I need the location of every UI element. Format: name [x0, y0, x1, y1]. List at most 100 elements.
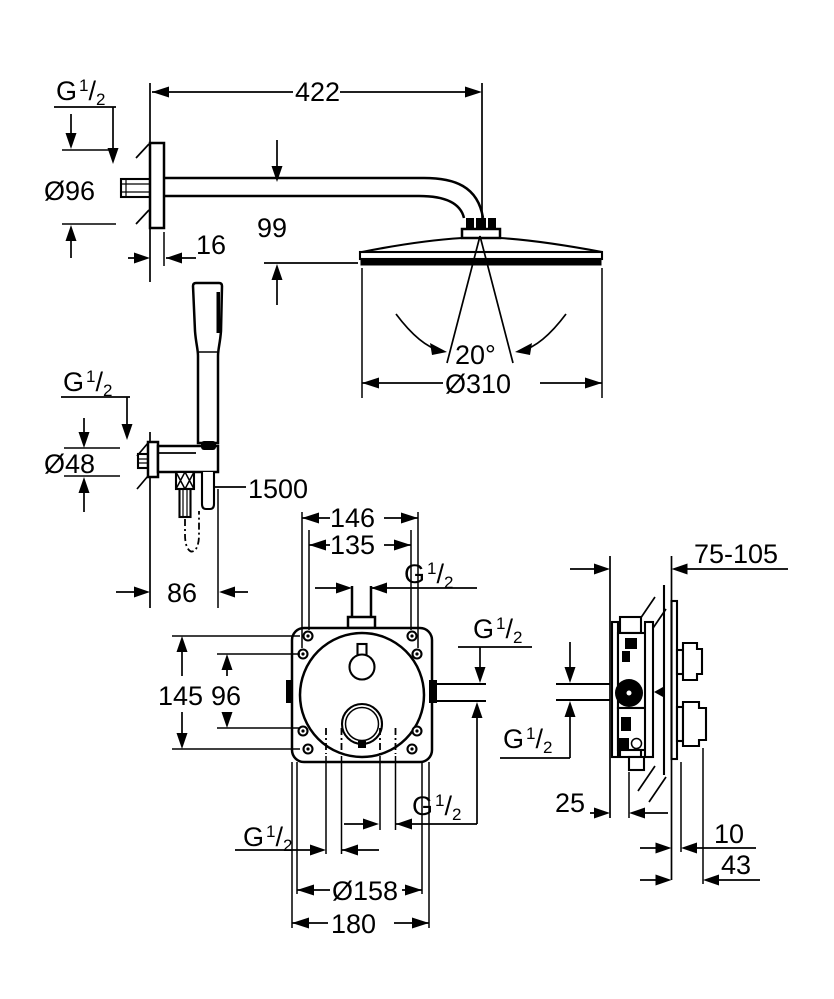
- bottom-port-stub: [627, 755, 646, 772]
- dim-valve-height-outer: 145: [158, 635, 300, 750]
- arrowhead: [221, 654, 233, 728]
- upper-spindle: [348, 653, 376, 681]
- dim-text: 99: [257, 213, 287, 243]
- dim-text: 422: [295, 77, 340, 107]
- body-detail-block: [622, 651, 630, 662]
- top-port-stub: [350, 586, 373, 617]
- dim-text: 10: [714, 819, 744, 849]
- dim-text: 96: [211, 681, 241, 711]
- dim-text: 16: [196, 230, 226, 260]
- arrowhead: [78, 432, 90, 493]
- handle-edge-shade: [216, 292, 220, 333]
- arrowhead: [594, 807, 645, 819]
- dim-text: Ø310: [445, 369, 511, 399]
- extension-line: [361, 268, 603, 398]
- dim-wall-clearance: 10: [640, 762, 756, 854]
- lower-spindle-inner: [344, 706, 380, 742]
- head-rim: [358, 250, 604, 261]
- arrowhead: [363, 818, 412, 830]
- upper-control-knob: [681, 641, 704, 682]
- spindle-key: [356, 642, 368, 657]
- arm-nut: [466, 218, 496, 229]
- cover-plate: [670, 599, 679, 761]
- dim-text: 25: [555, 788, 585, 818]
- spray-angle-lines: [446, 235, 514, 364]
- arrowhead: [655, 874, 719, 886]
- arm-nut-facets: [474, 218, 488, 229]
- dim-plate-width: 180: [292, 909, 429, 939]
- hand-shower: [191, 281, 224, 445]
- dim-text: 75-105: [694, 539, 778, 569]
- left-port-stub: [286, 680, 292, 703]
- dim-text: 145: [158, 681, 203, 711]
- arrowhead: [310, 844, 358, 856]
- dim-trim-diameter: Ø158: [297, 876, 422, 906]
- dim-valve-width-outer: 146: [301, 503, 419, 648]
- holder-nipple: [136, 452, 150, 470]
- dim-handle-projection: 43: [640, 748, 760, 886]
- body-top-cap: [618, 615, 643, 635]
- dim-install-depth-range: 75-105: [570, 539, 788, 575]
- extension-line: [62, 149, 116, 225]
- arrowhead: [292, 917, 429, 929]
- dim-hose-length: 1500: [214, 474, 308, 504]
- lower-spindle-outer: [340, 702, 384, 746]
- holder-escutcheon: [146, 440, 160, 479]
- body-detail-block: [621, 717, 631, 731]
- hose-upper-end: [178, 487, 192, 519]
- leader-line: [61, 396, 130, 434]
- supply-nipple: [119, 177, 152, 199]
- dim-head-drop: 99: [257, 140, 358, 305]
- extension-line: [291, 756, 430, 928]
- dim-valve-height-inner: 96: [211, 653, 300, 729]
- nipple-thread-lines: [121, 179, 150, 197]
- hose-thread-lines: [182, 489, 188, 517]
- lower-control-knob: [681, 700, 708, 748]
- dim-holder-diameter: Ø48: [44, 418, 120, 512]
- extension-line: [172, 635, 300, 750]
- arrowhead: [336, 582, 387, 594]
- right-port-stub: [429, 680, 437, 703]
- dimension-line: [152, 83, 483, 218]
- shower-hose-loop: [184, 511, 200, 553]
- body-detail-ring: [630, 737, 643, 750]
- dim-holder-projection: 86: [116, 489, 248, 608]
- dim-text: 180: [331, 909, 376, 939]
- top-port-collar: [346, 615, 377, 630]
- lower-spindle-tab: [358, 741, 366, 748]
- dim-text: 43: [721, 850, 751, 880]
- dim-valve-width-inner: 135: [308, 530, 412, 630]
- right-port-pipe: [437, 682, 486, 703]
- handle-end-cap: [201, 441, 216, 450]
- dim-text: 135: [330, 530, 375, 560]
- arrowhead: [430, 343, 447, 355]
- hose-nut: [174, 470, 196, 491]
- arm-escutcheon: [148, 141, 166, 230]
- hose-nut-knurl-icon: [175, 471, 195, 490]
- head-top-profile-right: [499, 236, 603, 254]
- dim-text: Ø48: [44, 449, 95, 479]
- wall-hatch-icon: [637, 596, 667, 803]
- side-supply-pipe: [556, 682, 610, 702]
- body-detail-block: [625, 638, 637, 649]
- arrowhead: [107, 148, 119, 164]
- nipple-thread-lines: [138, 458, 148, 464]
- flow-arrowhead: [654, 687, 663, 697]
- dim-escutcheon-diameter: Ø96: [44, 114, 116, 258]
- shower-arm-outer: [164, 176, 485, 219]
- extension-line: [301, 512, 419, 648]
